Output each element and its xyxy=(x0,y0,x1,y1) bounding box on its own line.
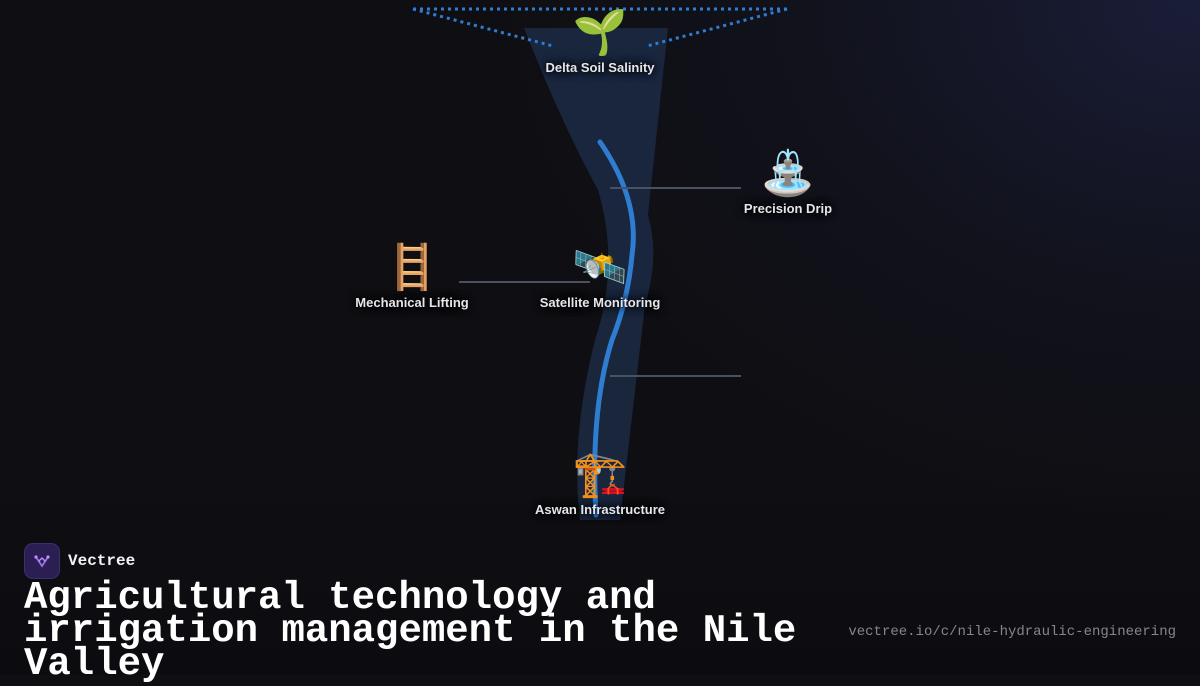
node-precision-drip[interactable]: ⛲ Precision Drip xyxy=(698,148,878,217)
ladder-icon: 🪜 xyxy=(384,242,440,293)
page-title: Agricultural technology and irrigation m… xyxy=(24,576,797,686)
seedling-icon: 🌱 xyxy=(572,7,628,58)
node-satellite-monitoring[interactable]: 🛰️ Satellite Monitoring xyxy=(510,242,690,311)
construction-crane-icon: 🏗️ xyxy=(572,449,628,500)
node-label: Delta Soil Salinity xyxy=(545,60,655,75)
river-line xyxy=(592,139,636,518)
node-aswan-infrastructure[interactable]: 🏗️ Aswan Infrastructure xyxy=(510,449,690,518)
node-label: Precision Drip xyxy=(743,201,833,216)
node-mechanical-lifting[interactable]: 🪜 Mechanical Lifting xyxy=(322,242,502,311)
vectree-logo-icon xyxy=(24,543,60,579)
node-delta-soil-salinity[interactable]: 🌱 Delta Soil Salinity xyxy=(510,7,690,76)
brand[interactable]: Vectree xyxy=(24,543,136,579)
satellite-icon: 🛰️ xyxy=(572,242,628,293)
delta-dotted-edges xyxy=(412,7,788,48)
fountain-icon: ⛲ xyxy=(760,148,816,199)
brand-name: Vectree xyxy=(68,552,136,570)
node-label: Aswan Infrastructure xyxy=(534,502,666,517)
source-url[interactable]: vectree.io/c/nile-hydraulic-engineering xyxy=(848,624,1176,640)
river-band xyxy=(524,28,668,520)
node-label: Satellite Monitoring xyxy=(539,295,661,310)
node-label: Mechanical Lifting xyxy=(355,295,469,310)
